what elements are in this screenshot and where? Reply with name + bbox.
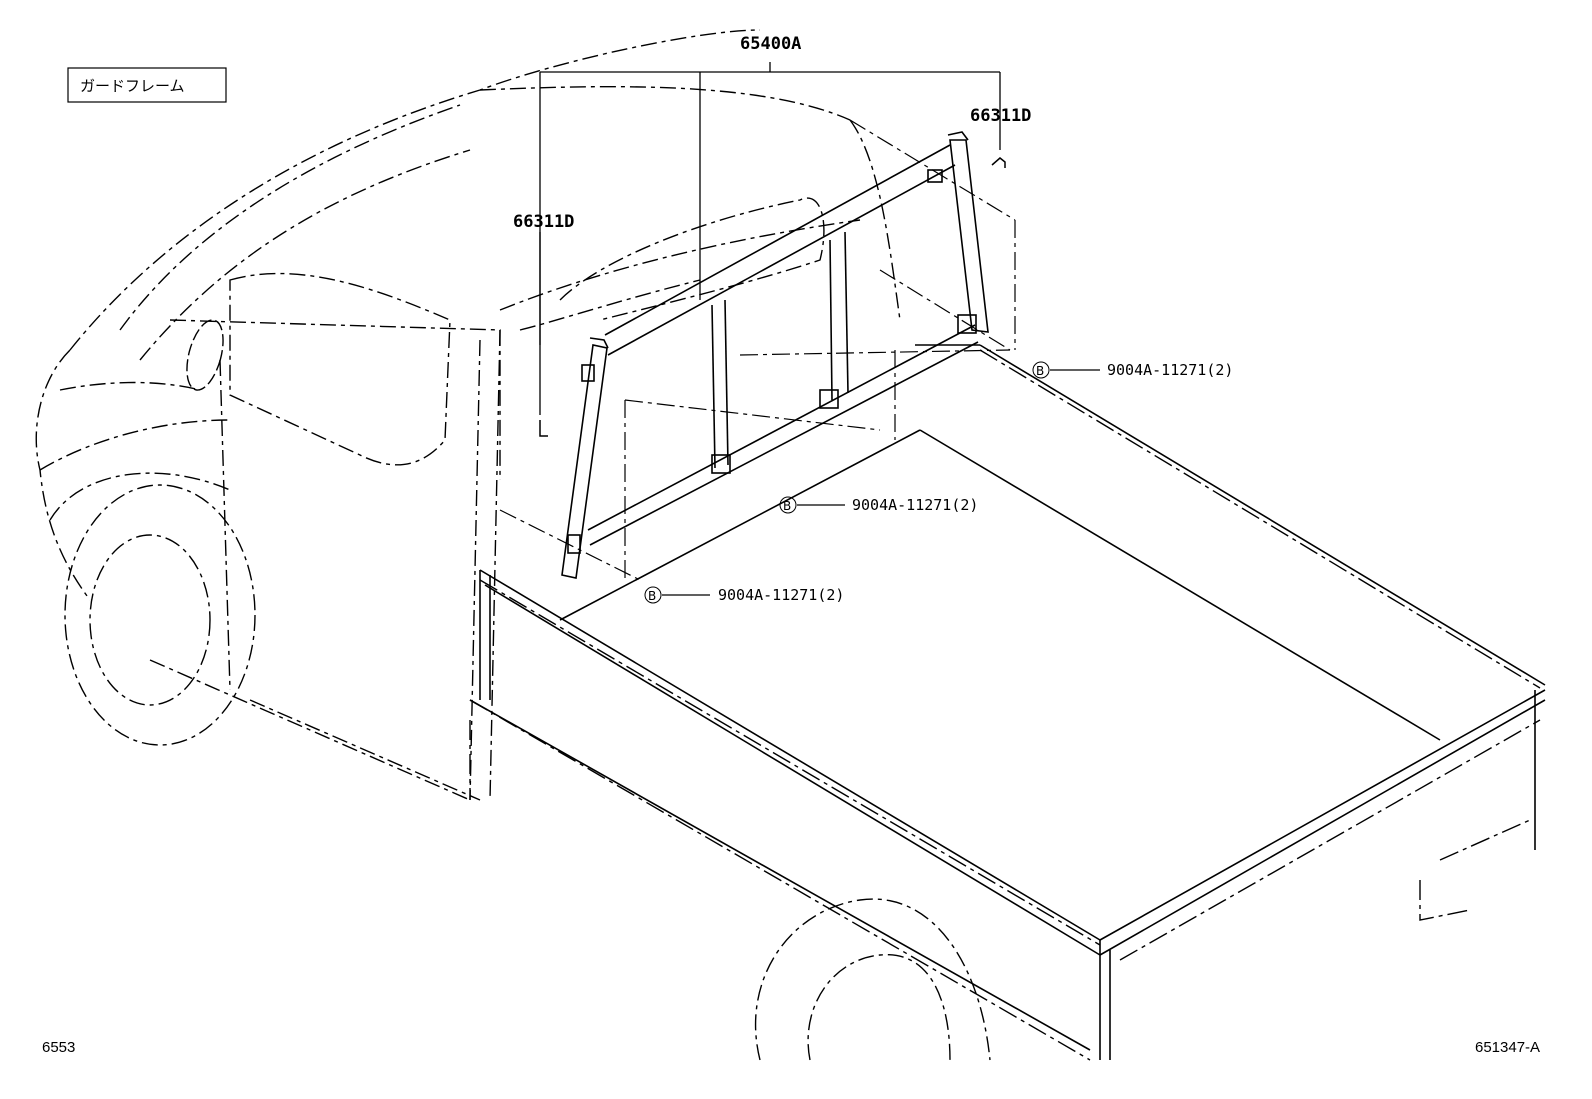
guard-frame-assembly: [561, 131, 989, 579]
bolt-marker-icon: [779, 496, 797, 514]
bolt-callout-1: B 9004A-11271(2): [1032, 361, 1233, 379]
part-label-66311d-right: 66311D: [970, 106, 1031, 126]
bolt-marker-letter: B: [783, 499, 791, 513]
title-box-text: ガードフレーム: [80, 77, 185, 95]
bolt-part-number: 9004A-11271(2): [1107, 361, 1233, 379]
bolt-part-number: 9004A-11271(2): [718, 586, 844, 604]
part-label-66311d-left: 66311D: [513, 212, 574, 232]
side-mirror: [186, 319, 224, 391]
bolt-marker-icon: [1032, 361, 1050, 379]
title-box-frame: [67, 67, 227, 103]
truck-bed: [469, 344, 1546, 1060]
bolt-marker-letter: B: [1036, 364, 1044, 378]
part-label-65400a: 65400A: [740, 34, 801, 54]
truck-bed-hidden: [469, 349, 1541, 1061]
bolt-callout-2: B 9004A-11271(2): [779, 496, 978, 514]
bolt-marker-letter: B: [648, 589, 656, 603]
front-wheel: [49, 472, 256, 746]
truck-cab-outline: [35, 29, 901, 801]
footer-left-code: 6553: [42, 1039, 75, 1056]
bracket-right-part: [991, 157, 1006, 168]
bolt-marker-icon: [644, 586, 662, 604]
cab-back-hidden: [499, 119, 1016, 581]
bracket-left-part: [539, 420, 548, 437]
rear-wheel: [754, 898, 991, 1061]
bolt-part-number: 9004A-11271(2): [852, 496, 978, 514]
leader-lines: [539, 62, 1100, 596]
bolt-callout-3: B 9004A-11271(2): [644, 586, 844, 604]
footer-right-code: 651347-A: [1475, 1039, 1540, 1056]
